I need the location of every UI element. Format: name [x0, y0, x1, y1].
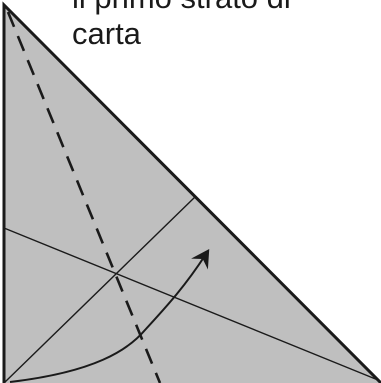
- crease-line-diagonal: [3, 195, 197, 383]
- instruction-line-1: il primo strato di: [72, 0, 372, 16]
- curved-arrow-icon: [9, 248, 210, 383]
- valley-fold-line: [6, 11, 162, 383]
- crease-line-horizontal: [3, 227, 379, 381]
- instruction-text: il primo strato di carta: [72, 0, 372, 52]
- instruction-line-2: carta: [72, 16, 141, 51]
